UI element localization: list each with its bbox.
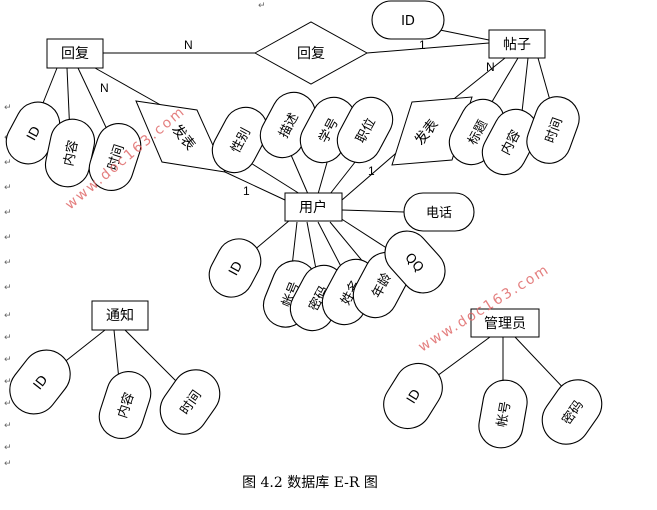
entity-notice: 通知 xyxy=(91,300,149,331)
publish-right-to-user-line xyxy=(341,147,403,201)
attr-shape xyxy=(88,123,142,191)
paragraph-mark: ↵ xyxy=(4,377,12,387)
cardinality-label: N xyxy=(486,60,495,74)
attr-notice-id: ID xyxy=(9,349,71,415)
paragraph-marks: ↵ ↵ ↵ ↵ ↵ ↵ ↵ ↵ ↵ ↵ ↵ ↵ ↵ ↵ ↵ ↵ ↵ xyxy=(4,1,266,469)
attr-label: ID xyxy=(401,14,415,29)
attr-admin-account: 帐号 xyxy=(478,379,528,449)
entity-reply: 回复 xyxy=(46,38,104,69)
post-id-line xyxy=(439,29,490,41)
paragraph-mark: ↵ xyxy=(4,158,12,168)
entity-label: 管理员 xyxy=(484,316,526,332)
paragraph-mark: ↵ xyxy=(4,208,12,218)
attr-shape xyxy=(478,379,528,449)
paragraph-mark: ↵ xyxy=(4,258,12,268)
attr-shape xyxy=(541,379,603,445)
paragraph-mark: ↵ xyxy=(4,459,12,469)
paragraph-mark: ↵ xyxy=(4,399,12,409)
attr-reply-time: 时间 xyxy=(88,123,142,191)
entity-post: 帖子 xyxy=(488,29,546,59)
attr-user-position: 职位 xyxy=(336,96,394,164)
attr-shape xyxy=(403,192,475,232)
attr-admin-id: ID xyxy=(383,362,443,430)
cardinality-label: 1 xyxy=(243,184,250,198)
attr-notice-time: 时间 xyxy=(159,369,221,435)
reply-to-publish-line xyxy=(94,67,167,109)
attr-admin-password: 密码 xyxy=(541,379,603,445)
publish-left-to-user-line xyxy=(224,171,286,201)
entity-box xyxy=(470,308,540,338)
cardinality-label: N xyxy=(184,38,193,52)
relationship-diamond xyxy=(253,21,369,85)
figure-caption: 图 4.2 数据库 E-R 图 xyxy=(242,475,378,491)
attr-label: 电话 xyxy=(426,206,452,221)
attr-reply-content: 内容 xyxy=(44,118,96,188)
admin-password-line xyxy=(514,336,571,396)
paragraph-mark: ↵ xyxy=(4,311,12,321)
attr-shape xyxy=(526,96,580,164)
attr-shape xyxy=(371,0,445,40)
attr-label: 内容 xyxy=(114,390,137,420)
cardinality-label: 1 xyxy=(419,38,426,52)
attr-reply-id: ID xyxy=(5,101,61,165)
cardinality-label: N xyxy=(100,81,109,95)
attr-user-qq: QQ xyxy=(384,230,446,294)
attr-user-gender: 性别 xyxy=(211,106,269,174)
entity-user: 用户 xyxy=(284,192,343,222)
attr-notice-content: 内容 xyxy=(98,371,152,439)
attr-user-id: ID xyxy=(208,238,262,298)
attr-user-phone: 电话 xyxy=(403,192,475,232)
attr-label: 帐号 xyxy=(495,400,514,428)
entity-label: 通知 xyxy=(106,307,134,324)
cardinality-label: 1 xyxy=(368,164,375,178)
entity-label: 用户 xyxy=(299,199,327,216)
attr-label: ID xyxy=(24,124,44,143)
attr-shape xyxy=(208,238,262,298)
relationship-label: 回复 xyxy=(297,45,325,62)
paragraph-mark: ↵ xyxy=(4,421,12,431)
attr-shape xyxy=(98,371,152,439)
attr-shape xyxy=(336,96,394,164)
attr-post-time: 时间 xyxy=(526,96,580,164)
attr-post-id: ID xyxy=(371,0,445,40)
user-gender-line xyxy=(245,159,301,195)
user-phone-line xyxy=(341,209,405,213)
attr-label: ID xyxy=(226,259,246,278)
relationship-diamond xyxy=(135,100,226,173)
entity-admin: 管理员 xyxy=(470,308,540,338)
paragraph-mark: ↵ xyxy=(258,1,266,11)
entity-label: 回复 xyxy=(61,45,89,62)
paragraph-mark: ↵ xyxy=(4,283,12,293)
attr-shape xyxy=(383,362,443,430)
paragraph-mark: ↵ xyxy=(4,355,12,365)
attr-label: ID xyxy=(404,387,424,407)
attr-shape xyxy=(9,349,71,415)
paragraph-mark: ↵ xyxy=(4,333,12,343)
entity-box xyxy=(46,38,104,69)
attr-shape xyxy=(211,106,269,174)
entity-box xyxy=(284,192,343,222)
paragraph-mark: ↵ xyxy=(4,443,12,453)
entity-box xyxy=(488,29,546,59)
attr-label: 内容 xyxy=(60,139,81,168)
attr-shape xyxy=(384,230,446,294)
notice-time-line xyxy=(124,329,181,386)
entity-box xyxy=(91,300,149,331)
relationship-publish-left: 发表 xyxy=(135,100,226,173)
relationship-reply: 回复 xyxy=(253,21,369,85)
paragraph-mark: ↵ xyxy=(4,103,12,113)
paragraph-mark: ↵ xyxy=(4,233,12,243)
attr-shape xyxy=(159,369,221,435)
paragraph-mark: ↵ xyxy=(4,183,12,193)
reply-rel-to-post-line xyxy=(366,42,490,54)
cardinalities: N 1 N N 1 1 xyxy=(100,38,495,198)
entity-label: 帖子 xyxy=(503,37,531,53)
